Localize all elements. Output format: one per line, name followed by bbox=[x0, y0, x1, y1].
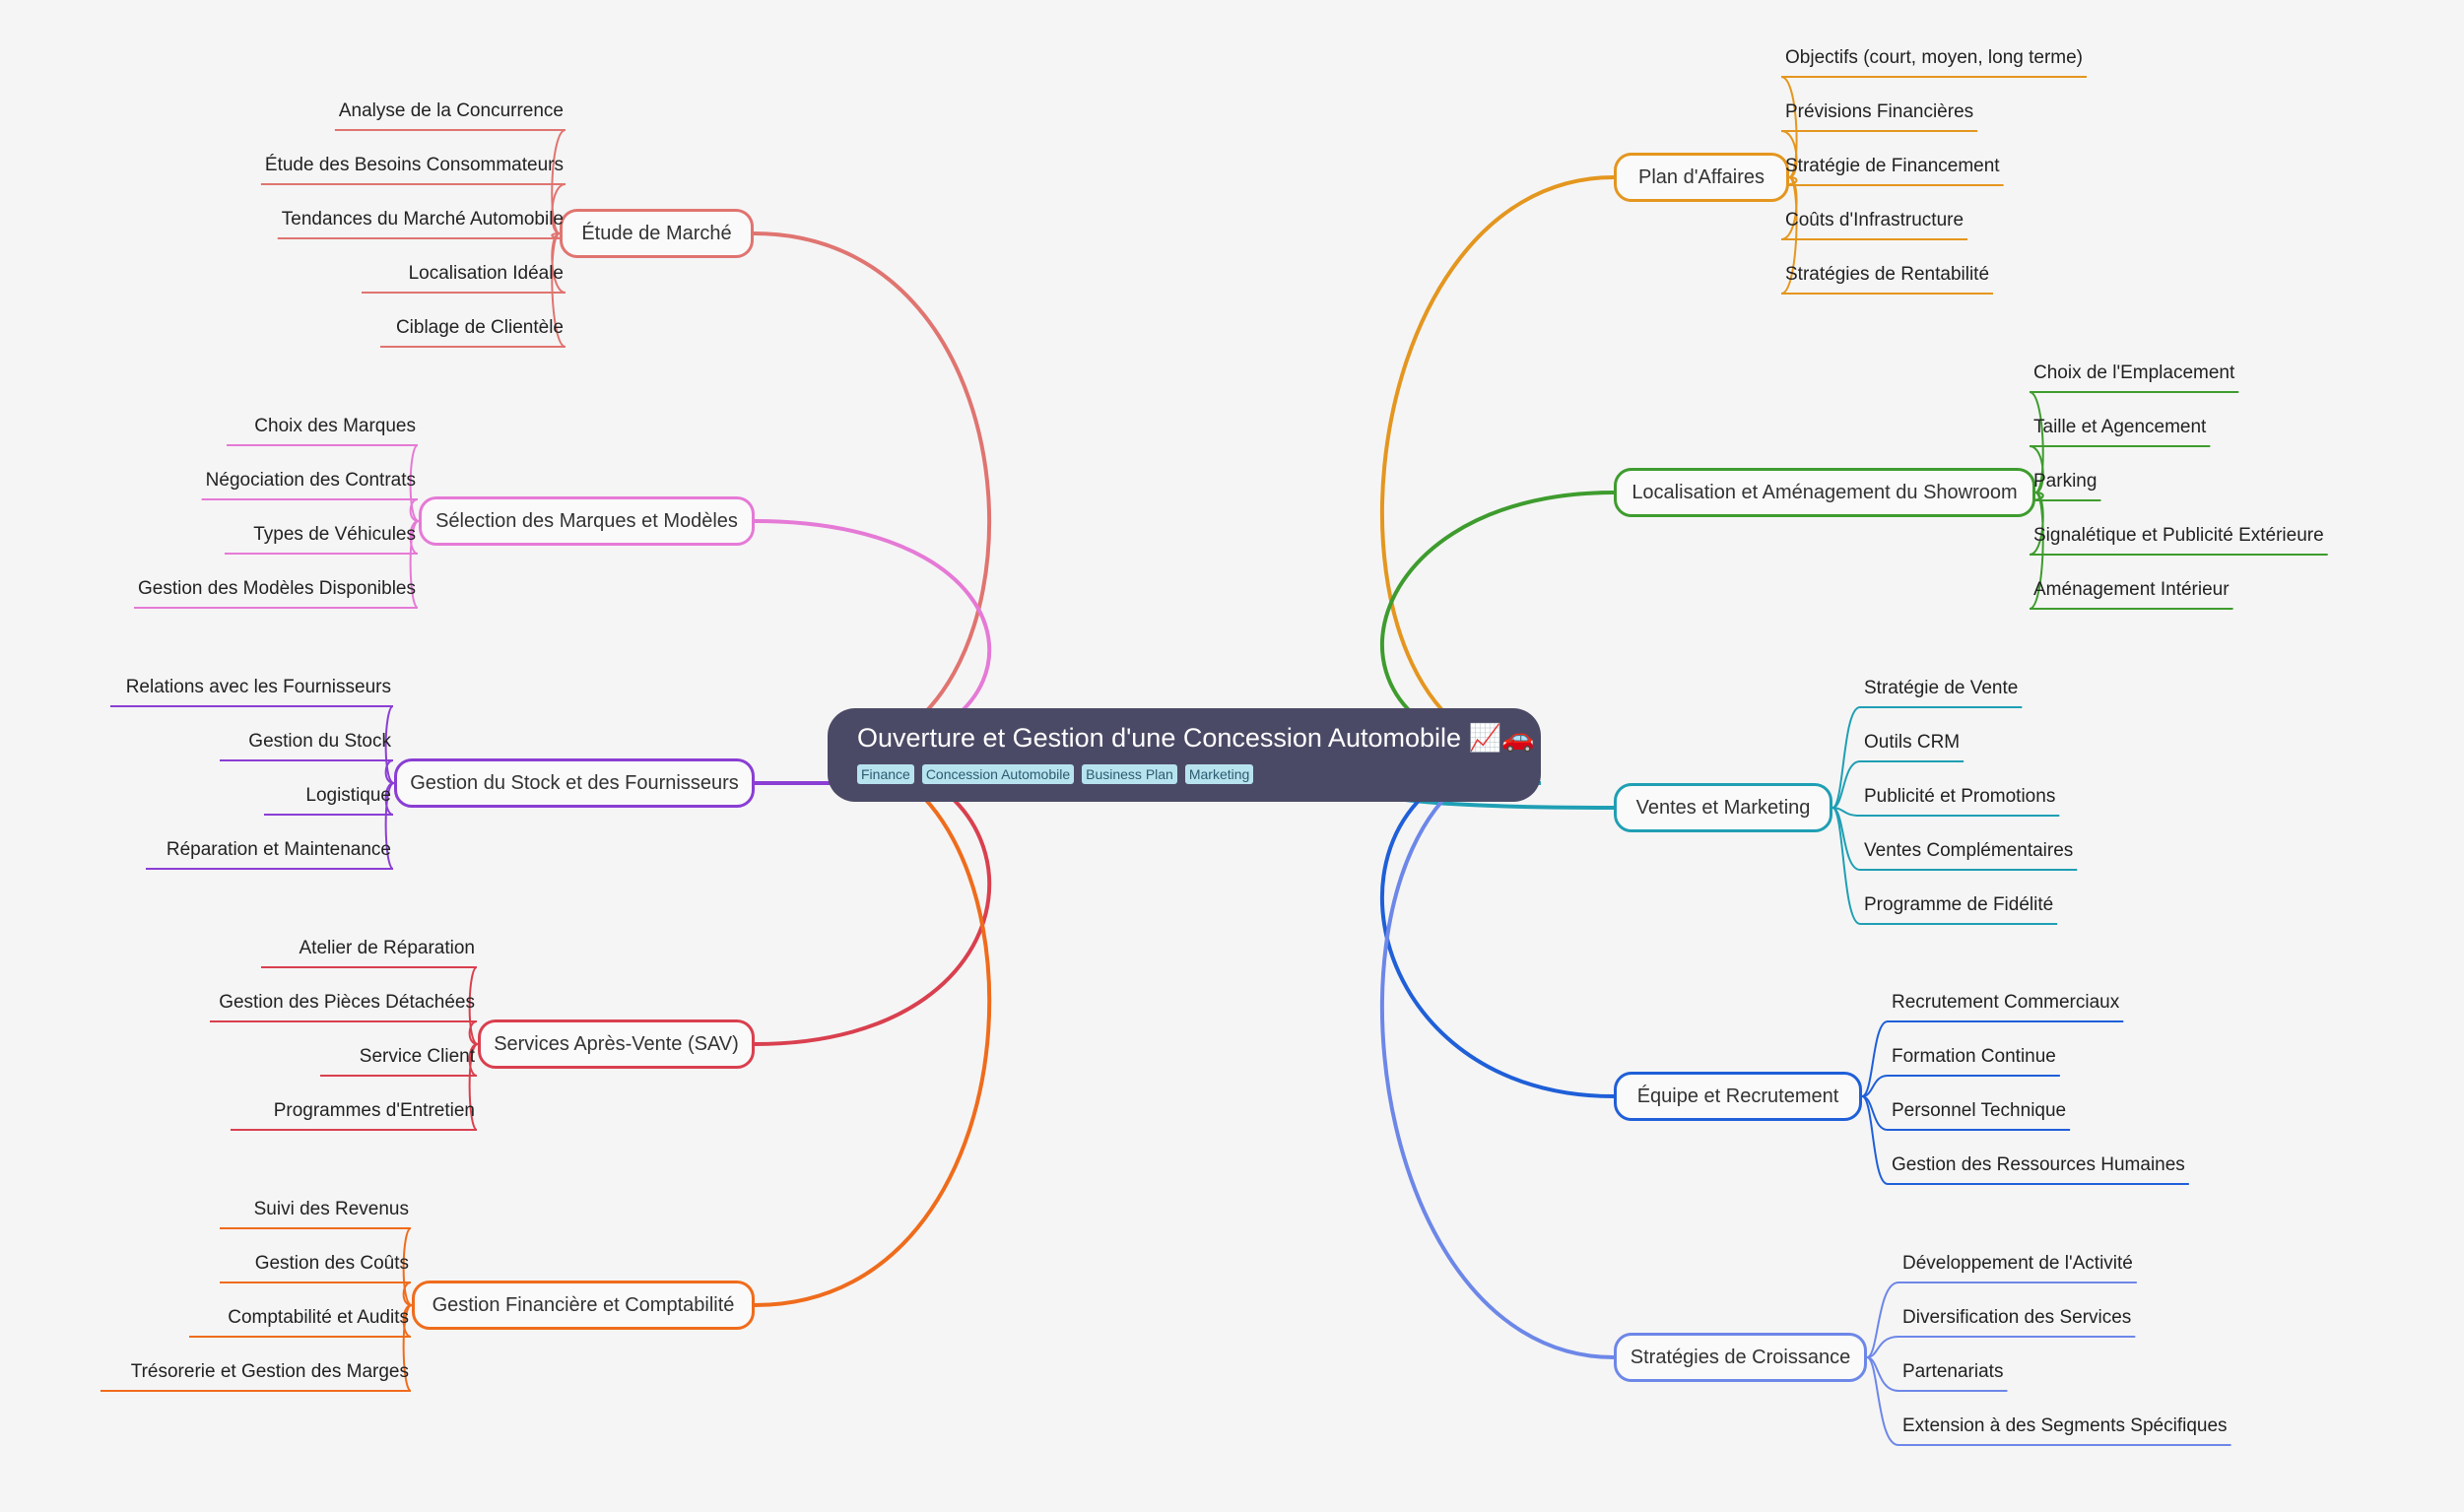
leaf-line-recrutement-commerciaux bbox=[1861, 1020, 2124, 1097]
leaf-line-outils-crm bbox=[1831, 760, 1965, 809]
leaf-personnel-technique[interactable]: Personnel Technique bbox=[1892, 1100, 2067, 1121]
leaf-gestion-des-ressources-humaines[interactable]: Gestion des Ressources Humaines bbox=[1892, 1154, 2185, 1175]
tag-business-plan[interactable]: Business Plan bbox=[1082, 764, 1177, 784]
leaf-logistique[interactable]: Logistique bbox=[305, 785, 391, 806]
leaf-partenariats[interactable]: Partenariats bbox=[1902, 1361, 2004, 1382]
branch-ventes-et-marketing[interactable]: Ventes et Marketing bbox=[1614, 783, 1832, 832]
leaf-line-analyse-de-la-concurrence bbox=[334, 129, 566, 234]
leaf-line-tresorerie-et-gestion-des-marges bbox=[100, 1304, 413, 1392]
central-topic[interactable]: Ouverture et Gestion d'une Concession Au… bbox=[828, 708, 1541, 802]
leaf-gestion-des-modeles-disponibles[interactable]: Gestion des Modèles Disponibles bbox=[138, 578, 416, 599]
leaf-line-developpement-de-l-activite bbox=[1866, 1282, 2137, 1358]
leaf-extension-a-des-segments-specifiques[interactable]: Extension à des Segments Spécifiques bbox=[1902, 1415, 2228, 1436]
leaf-line-partenariats bbox=[1866, 1356, 2008, 1392]
branch-plan-d-affaires[interactable]: Plan d'Affaires bbox=[1614, 153, 1789, 202]
leaf-ciblage-de-clientele[interactable]: Ciblage de Clientèle bbox=[395, 317, 564, 338]
leaf-recrutement-commerciaux[interactable]: Recrutement Commerciaux bbox=[1892, 992, 2120, 1013]
leaf-line-formation-continue bbox=[1861, 1075, 2060, 1097]
leaf-line-ciblage-de-clientele bbox=[380, 232, 566, 348]
leaf-formation-continue[interactable]: Formation Continue bbox=[1892, 1046, 2056, 1067]
tag-finance[interactable]: Finance bbox=[857, 764, 914, 784]
tag-list: Finance Concession Automobile Business P… bbox=[857, 764, 1511, 784]
leaf-line-relations-avec-les-fournisseurs bbox=[110, 705, 395, 784]
branch-equipe-et-recrutement[interactable]: Équipe et Recrutement bbox=[1614, 1072, 1862, 1121]
leaf-line-previsions-financieres bbox=[1780, 130, 1978, 178]
leaf-signaletique-et-publicite-exterieure[interactable]: Signalétique et Publicité Extérieure bbox=[2033, 525, 2324, 546]
leaf-suivi-des-revenus[interactable]: Suivi des Revenus bbox=[253, 1199, 409, 1219]
leaf-line-objectifs-court-moyen-long-terme bbox=[1780, 76, 2087, 178]
branch-services-apres-vente-sav[interactable]: Services Après-Vente (SAV) bbox=[478, 1019, 755, 1069]
leaf-tendances-du-marche-automobile[interactable]: Tendances du Marché Automobile bbox=[281, 209, 564, 230]
leaf-developpement-de-l-activite[interactable]: Développement de l'Activité bbox=[1902, 1253, 2133, 1274]
leaf-line-negociation-des-contrats bbox=[201, 498, 420, 522]
leaf-gestion-des-pieces-detachees[interactable]: Gestion des Pièces Détachées bbox=[219, 992, 475, 1013]
leaf-line-gestion-des-modeles-disponibles bbox=[134, 520, 420, 609]
leaf-line-tendances-du-marche-automobile bbox=[277, 232, 566, 239]
leaf-programmes-d-entretien[interactable]: Programmes d'Entretien bbox=[273, 1100, 475, 1121]
leaf-etude-des-besoins-consommateurs[interactable]: Étude des Besoins Consommateurs bbox=[264, 155, 564, 175]
leaf-strategies-de-rentabilite[interactable]: Stratégies de Rentabilité bbox=[1785, 264, 1990, 285]
branch-gestion-financiere-et-comptabilite[interactable]: Gestion Financière et Comptabilité bbox=[412, 1281, 755, 1330]
leaf-gestion-des-couts[interactable]: Gestion des Coûts bbox=[254, 1253, 409, 1274]
leaf-previsions-financieres[interactable]: Prévisions Financières bbox=[1785, 101, 1974, 122]
leaf-line-strategie-de-vente bbox=[1831, 706, 2023, 809]
branch-gestion-du-stock-et-des-fournisseurs[interactable]: Gestion du Stock et des Fournisseurs bbox=[394, 758, 755, 808]
leaf-line-extension-a-des-segments-specifiques bbox=[1866, 1356, 2231, 1446]
leaf-amenagement-interieur[interactable]: Aménagement Intérieur bbox=[2033, 579, 2230, 600]
leaf-line-atelier-de-reparation bbox=[261, 966, 479, 1045]
leaf-reparation-et-maintenance[interactable]: Réparation et Maintenance bbox=[166, 839, 391, 860]
leaf-line-gestion-des-ressources-humaines bbox=[1861, 1095, 2189, 1185]
leaf-line-publicite-et-promotions bbox=[1831, 807, 2060, 817]
leaf-localisation-ideale[interactable]: Localisation Idéale bbox=[408, 263, 564, 284]
branch-etude-de-marche[interactable]: Étude de Marché bbox=[560, 209, 754, 258]
leaf-line-strategies-de-rentabilite bbox=[1780, 176, 1994, 295]
tag-concession-automobile[interactable]: Concession Automobile bbox=[921, 764, 1075, 784]
leaf-relations-avec-les-fournisseurs[interactable]: Relations avec les Fournisseurs bbox=[125, 677, 391, 697]
leaf-line-suivi-des-revenus bbox=[220, 1227, 413, 1306]
leaf-analyse-de-la-concurrence[interactable]: Analyse de la Concurrence bbox=[338, 100, 564, 121]
leaf-negociation-des-contrats[interactable]: Négociation des Contrats bbox=[205, 470, 416, 491]
leaf-atelier-de-reparation[interactable]: Atelier de Réparation bbox=[299, 938, 476, 958]
leaf-choix-de-l-emplacement[interactable]: Choix de l'Emplacement bbox=[2033, 362, 2235, 383]
tag-marketing[interactable]: Marketing bbox=[1184, 764, 1254, 784]
branch-strategies-de-croissance[interactable]: Stratégies de Croissance bbox=[1614, 1333, 1867, 1382]
leaf-outils-crm[interactable]: Outils CRM bbox=[1864, 732, 1961, 753]
branch-selection-des-marques-et-modeles[interactable]: Sélection des Marques et Modèles bbox=[419, 496, 755, 546]
leaf-programme-de-fidelite[interactable]: Programme de Fidélité bbox=[1864, 894, 2054, 915]
leaf-taille-et-agencement[interactable]: Taille et Agencement bbox=[2033, 417, 2207, 437]
leaf-couts-d-infrastructure[interactable]: Coûts d'Infrastructure bbox=[1785, 210, 1965, 230]
leaf-line-reparation-et-maintenance bbox=[146, 782, 395, 870]
branch-localisation-et-amenagement-du-showroom[interactable]: Localisation et Aménagement du Showroom bbox=[1614, 468, 2035, 517]
leaf-choix-des-marques[interactable]: Choix des Marques bbox=[254, 416, 416, 436]
leaf-ventes-complementaires[interactable]: Ventes Complémentaires bbox=[1864, 840, 2074, 861]
leaf-line-programmes-d-entretien bbox=[231, 1043, 479, 1131]
trunk-line-gestion-financiere-et-comptabilite bbox=[754, 753, 992, 1307]
leaf-line-etude-des-besoins-consommateurs bbox=[260, 183, 566, 234]
leaf-line-diversification-des-services bbox=[1866, 1336, 2136, 1358]
leaf-gestion-du-stock[interactable]: Gestion du Stock bbox=[248, 731, 391, 752]
leaf-line-amenagement-interieur bbox=[2029, 492, 2233, 610]
leaf-line-choix-des-marques bbox=[227, 444, 420, 522]
leaf-objectifs-court-moyen-long-terme[interactable]: Objectifs (court, moyen, long terme) bbox=[1785, 47, 2083, 68]
leaf-diversification-des-services[interactable]: Diversification des Services bbox=[1902, 1307, 2132, 1328]
leaf-service-client[interactable]: Service Client bbox=[359, 1046, 475, 1067]
trunk-line-plan-d-affaires bbox=[1379, 175, 1615, 756]
leaf-line-programme-de-fidelite bbox=[1831, 807, 2058, 925]
leaf-line-gestion-des-pieces-detachees bbox=[210, 1020, 479, 1045]
trunk-line-strategies-de-croissance bbox=[1379, 753, 1615, 1359]
leaf-line-gestion-du-stock bbox=[220, 759, 395, 784]
leaf-strategie-de-vente[interactable]: Stratégie de Vente bbox=[1864, 678, 2019, 698]
leaf-tresorerie-et-gestion-des-marges[interactable]: Trésorerie et Gestion des Marges bbox=[130, 1361, 409, 1382]
leaf-line-gestion-des-couts bbox=[220, 1282, 413, 1306]
leaf-line-taille-et-agencement bbox=[2029, 445, 2211, 493]
trunk-line-etude-de-marche bbox=[753, 231, 992, 756]
leaf-comptabilite-et-audits[interactable]: Comptabilité et Audits bbox=[228, 1307, 409, 1328]
leaf-line-strategie-de-financement bbox=[1780, 176, 2004, 186]
leaf-publicite-et-promotions[interactable]: Publicité et Promotions bbox=[1864, 786, 2056, 807]
leaf-types-de-vehicules[interactable]: Types de Véhicules bbox=[253, 524, 416, 545]
leaf-strategie-de-financement[interactable]: Stratégie de Financement bbox=[1785, 156, 2000, 176]
central-topic-title: Ouverture et Gestion d'une Concession Au… bbox=[857, 723, 1535, 753]
leaf-line-choix-de-l-emplacement bbox=[2029, 391, 2239, 493]
leaf-parking[interactable]: Parking bbox=[2033, 471, 2098, 492]
